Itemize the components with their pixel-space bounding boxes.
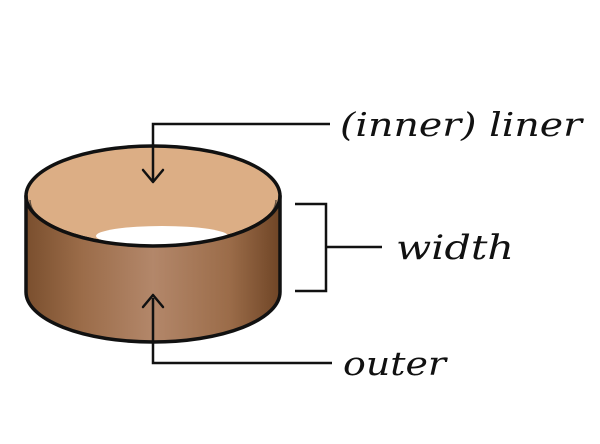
- width-label: width: [396, 228, 514, 268]
- ring-opening: [96, 226, 228, 246]
- inner-liner-leader-line: [151, 122, 330, 180]
- width-bracket: [295, 202, 328, 293]
- inner-liner-arrowhead: [141, 168, 165, 184]
- inner-liner-label: (inner) liner: [340, 105, 585, 144]
- outer-arrowhead: [141, 293, 165, 309]
- ring-rim-edge: [29, 199, 277, 247]
- outer-label: outer: [343, 344, 449, 383]
- outer-leader-line: [151, 298, 332, 365]
